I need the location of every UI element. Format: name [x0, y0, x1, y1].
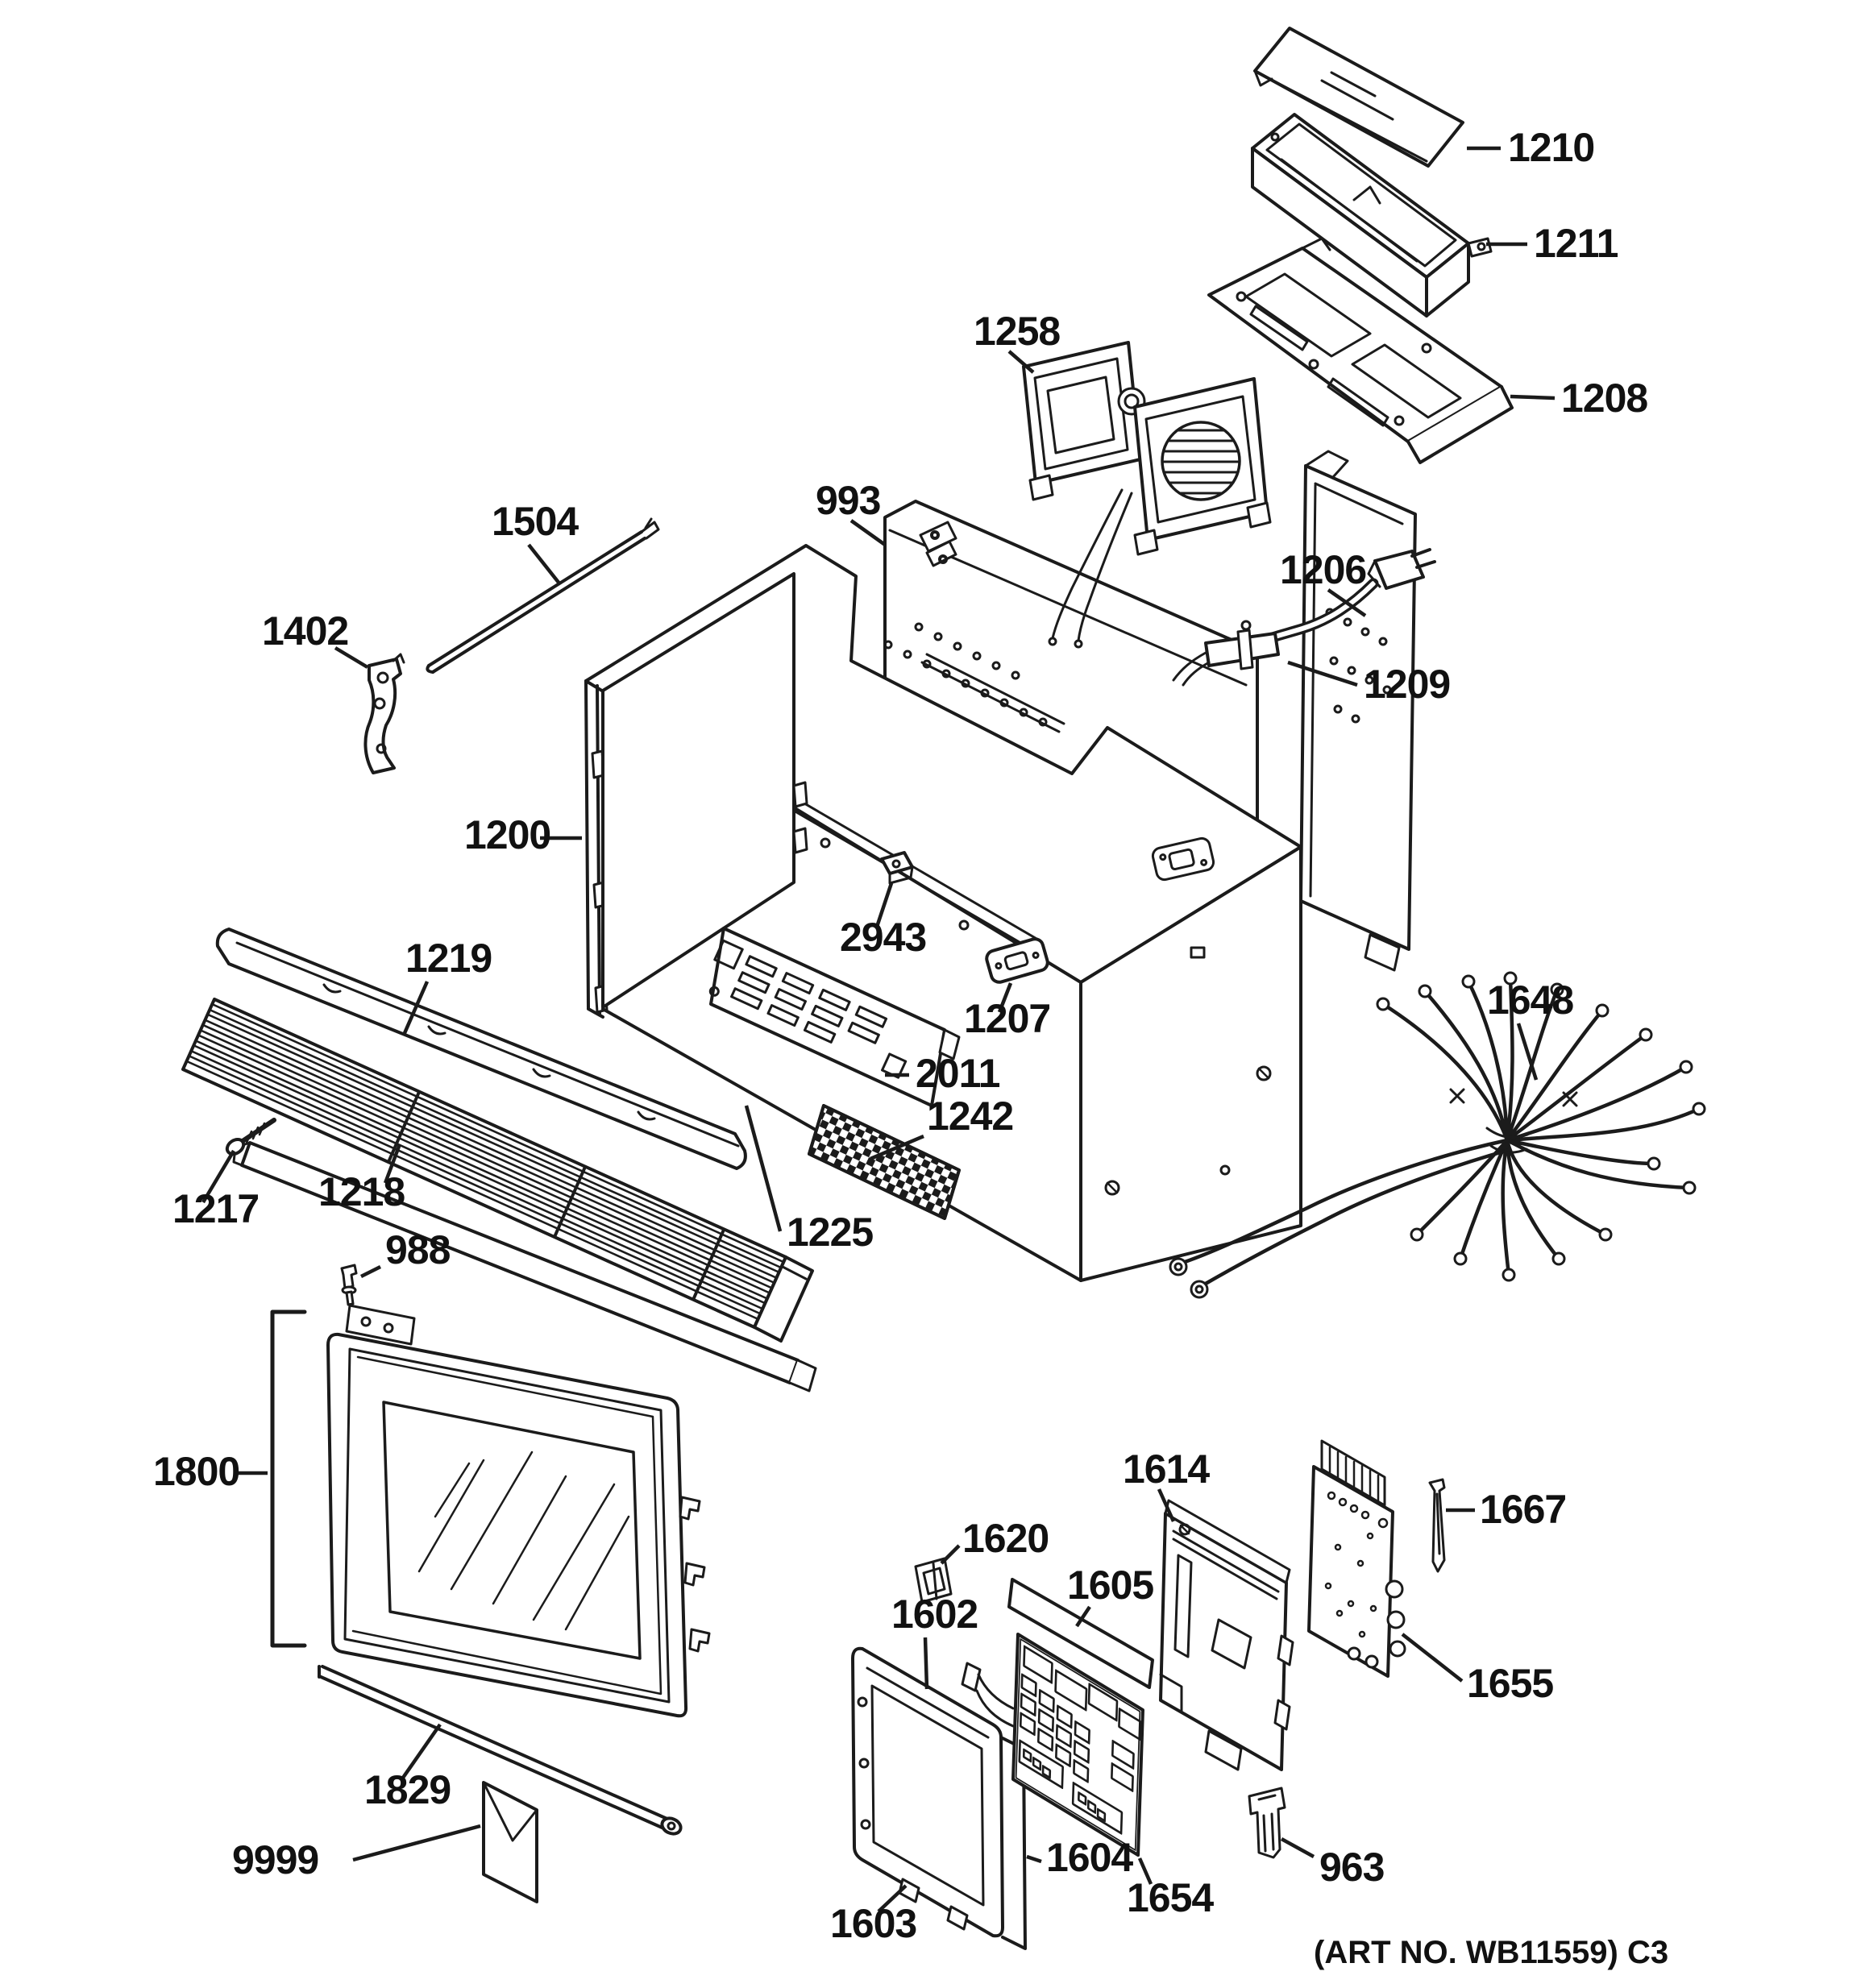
part-label-1602: 1602: [891, 1592, 978, 1637]
part-1829-handle-bar: [318, 1665, 683, 1836]
part-1504-rod: [426, 517, 660, 674]
leader-line-1620: [940, 1544, 961, 1565]
leader-line-1206: [1327, 588, 1367, 617]
leader-line-1614: [1157, 1488, 1176, 1522]
part-1654-keypad-membrane: [961, 1633, 1144, 1857]
part-1655-smart-board: [1307, 1439, 1406, 1678]
leader-line-1209: [1287, 660, 1358, 687]
part-1210-vent-cover: [1253, 27, 1464, 168]
leader-line-1242: [870, 1134, 924, 1161]
leader-line-1218: [383, 1143, 402, 1184]
part-label-1654: 1654: [1127, 1875, 1214, 1920]
part-1219-grille-trim-top: [215, 928, 747, 1170]
part-993-rear-panel-right: [1299, 450, 1417, 972]
part-1217-screw: [225, 1118, 276, 1156]
leader-line-1258: [1007, 350, 1035, 374]
part-1800-door-assembly: [270, 1304, 711, 1718]
part-label-1504: 1504: [492, 499, 579, 544]
leader-line-993: [849, 519, 887, 546]
part-label-1225: 1225: [787, 1210, 873, 1255]
part-1667-tool: [1428, 1478, 1446, 1573]
leader-line-1604: [1026, 1854, 1042, 1864]
part-1242-mesh-filter: [808, 1104, 961, 1220]
part-1208-bracket-plate: [1207, 237, 1514, 464]
part-1200-case-wrapper: [584, 544, 1302, 1282]
part-963-clip: [1248, 1787, 1286, 1859]
art-number-note: (ART NO. WB11559) C3: [1314, 1935, 1668, 1970]
part-1218-grille: [181, 998, 814, 1343]
part-label-1208: 1208: [1561, 376, 1647, 421]
part-label-1209: 1209: [1364, 662, 1450, 707]
part-1207-cover-plate: [985, 937, 1049, 984]
leader-line-1208: [1510, 394, 1556, 401]
part-1602-1603-control-panel-frame: [851, 1646, 1027, 1950]
part-label-1604: 1604: [1046, 1835, 1133, 1880]
part-1605-insert-strip: [1007, 1578, 1154, 1689]
part-label-1258: 1258: [974, 309, 1060, 354]
part-label-9999: 9999: [232, 1837, 318, 1882]
leader-line-988: [359, 1264, 382, 1279]
part-label-1648: 1648: [1487, 977, 1573, 1023]
leader-line-1602: [923, 1637, 929, 1690]
part-1402-bracket: [363, 653, 405, 774]
part-label-1402: 1402: [262, 608, 348, 654]
part-label-988: 988: [385, 1227, 451, 1272]
part-1211-tray: [1251, 113, 1493, 317]
part-label-1829: 1829: [364, 1767, 451, 1812]
leader-line-1648: [1516, 1023, 1539, 1081]
leader-line-2943: [874, 882, 894, 928]
part-label-1605: 1605: [1067, 1563, 1153, 1608]
part-2011-vent-panel: [708, 927, 961, 1107]
leader-line-963: [1280, 1837, 1315, 1858]
part-label-1614: 1614: [1123, 1446, 1210, 1492]
leader-line-1225: [744, 1105, 783, 1232]
part-label-1242: 1242: [927, 1094, 1013, 1139]
part-label-2011: 2011: [916, 1051, 1000, 1096]
part-2943-nut: [880, 851, 914, 885]
part-label-1218: 1218: [318, 1169, 405, 1214]
leader-line-1402: [334, 646, 369, 669]
part-label-1200: 1200: [464, 812, 550, 857]
leader-line-1654: [1137, 1857, 1153, 1885]
part-label-993: 993: [816, 478, 880, 523]
part-labels: 1210 1211 1208 1258 993 1504 1402 1206 1209 1200 1…: [153, 125, 1648, 1946]
part-label-1800: 1800: [153, 1449, 239, 1494]
leader-line-1829: [401, 1723, 442, 1779]
part-label-1207: 1207: [964, 996, 1050, 1041]
leader-line-1504: [527, 543, 561, 585]
leader-line-9999: [352, 1824, 481, 1862]
part-1258-blower: [1022, 341, 1272, 649]
part-label-1667: 1667: [1480, 1487, 1566, 1532]
part-label-1620: 1620: [962, 1516, 1049, 1561]
part-label-1206: 1206: [1280, 547, 1366, 592]
part-label-1217: 1217: [172, 1186, 259, 1231]
leader-line-1207: [997, 982, 1013, 1013]
part-label-1655: 1655: [1467, 1661, 1553, 1706]
part-1648-wiring-harness: [1169, 971, 1706, 1299]
leader-line-1655: [1401, 1633, 1464, 1683]
leader-line-1219: [402, 981, 430, 1034]
part-label-1219: 1219: [405, 936, 492, 981]
part-label-963: 963: [1319, 1845, 1384, 1890]
door-group-bracket: [270, 1309, 307, 1648]
part-label-1603: 1603: [830, 1901, 916, 1946]
leader-line-1605: [1075, 1605, 1091, 1628]
part-label-2943: 2943: [840, 915, 926, 960]
part-1209-cord-bushing: [1172, 620, 1280, 687]
leader-line-1603: [877, 1884, 908, 1913]
leader-line-1217: [201, 1149, 235, 1204]
part-1614-control-bracket: [1159, 1499, 1294, 1771]
part-label-1210: 1210: [1508, 125, 1594, 170]
part-1620-clip: [914, 1557, 953, 1604]
part-label-1211: 1211: [1534, 221, 1618, 266]
part-988-stud: [340, 1264, 358, 1306]
part-9999-literature-envelope: [482, 1781, 538, 1903]
